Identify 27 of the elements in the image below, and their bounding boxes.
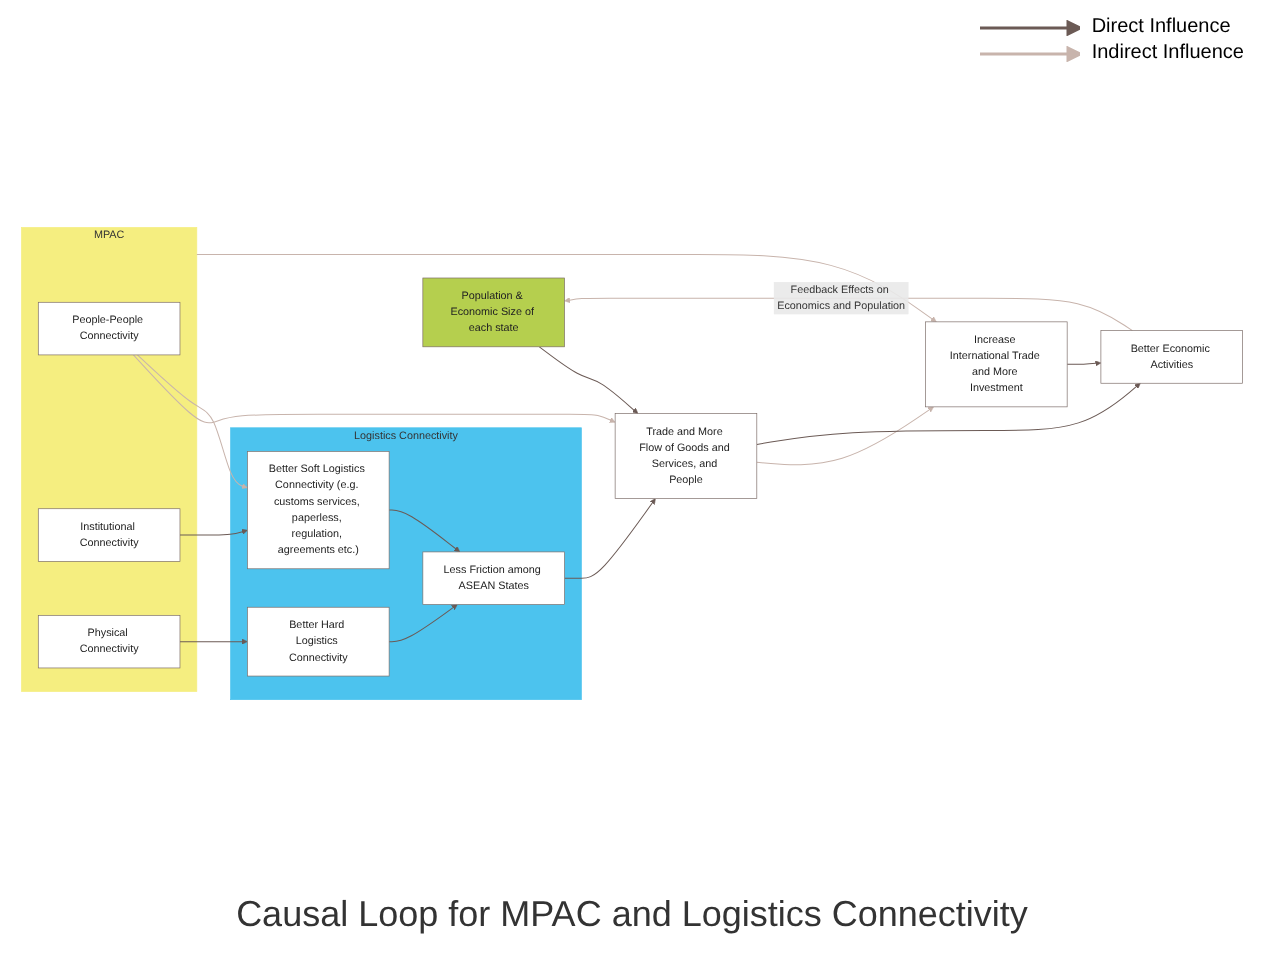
arrow <box>196 254 937 323</box>
cluster <box>230 427 582 701</box>
node-box <box>247 451 390 570</box>
caption: Causal Loop for MPAC and Logistics Connectivity <box>234 894 1030 936</box>
arrow <box>136 354 248 490</box>
arrow <box>756 383 1141 446</box>
arrow <box>388 604 458 643</box>
node-box <box>925 322 1068 408</box>
node-box <box>422 278 565 348</box>
legend-label: Direct Influence <box>1091 16 1231 38</box>
arrow <box>538 346 639 415</box>
arrow <box>179 529 248 536</box>
arrow <box>564 498 656 580</box>
arrow <box>179 639 248 646</box>
arrow <box>756 407 934 466</box>
node-box <box>422 552 565 606</box>
arrow <box>132 354 616 424</box>
node-box <box>247 607 390 677</box>
node-box <box>37 508 181 563</box>
node-box <box>37 302 181 356</box>
arrow <box>388 510 461 553</box>
cluster <box>21 227 198 693</box>
node-box <box>1100 330 1243 385</box>
arrow <box>1066 360 1102 367</box>
node-box <box>37 615 181 669</box>
node-box <box>614 413 758 500</box>
legend-label: Indirect Influence <box>1091 42 1244 64</box>
